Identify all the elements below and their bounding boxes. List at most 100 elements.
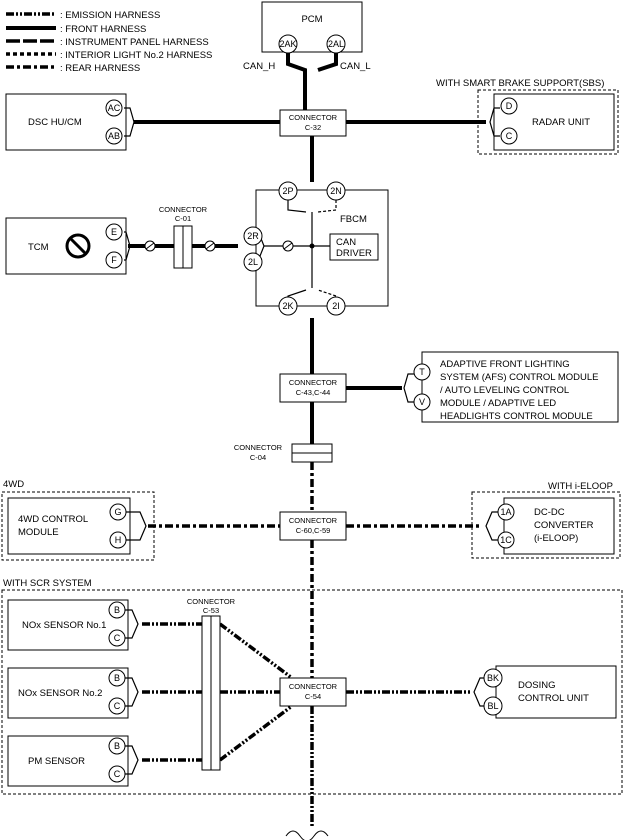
fbcm-int-2i: [317, 289, 337, 306]
radar-pin-c-label: C: [506, 131, 513, 141]
tcm-module: TCM E F: [5, 217, 216, 275]
fourwd-line1: 4WD CONTROL: [18, 514, 88, 525]
nox1-pin-b-label: B: [114, 605, 120, 615]
pcm-can-l-wire: [317, 52, 338, 72]
radar-group: WITH SMART BRAKE SUPPORT(SBS) RADAR UNIT…: [436, 78, 619, 155]
tcm-wire-break-icon-1: [144, 240, 156, 252]
can-driver-box: [329, 233, 379, 261]
nox2-pin-c: [108, 697, 126, 715]
c43-line2: C-43,C-44: [296, 388, 331, 397]
connector-c53: CONNECTOR C-53: [187, 597, 236, 771]
eloop-pin-1c-label: 1C: [500, 535, 512, 545]
c01-line1: CONNECTOR: [159, 205, 208, 214]
connector-c43: CONNECTOR C-43,C-44: [279, 373, 347, 403]
dsc-label: DSC HU/CM: [28, 117, 82, 128]
tcm-pin-e: [105, 223, 123, 241]
fbcm-pin-2p-label: 2P: [282, 186, 293, 196]
c53-c54-wire-1: [218, 622, 294, 680]
eloop-pin-1c: [497, 531, 515, 549]
c54-line2: C-54: [305, 692, 321, 701]
fbcm-int-2p: [287, 200, 307, 213]
eloop-pin-1a: [497, 503, 515, 521]
tcm-stub: [124, 231, 131, 261]
afs-line4: MODULE / ADAPTIVE LED: [440, 398, 556, 409]
dosing-line1: DOSING: [518, 680, 555, 691]
eloop-pin-1a-label: 1A: [500, 507, 511, 517]
pm-pin-b: [108, 737, 126, 755]
pm-pin-c-label: C: [114, 769, 121, 779]
radar-pin-c: [500, 127, 518, 145]
nox1-label: NOx SENSOR No.1: [22, 620, 106, 631]
fbcm-int-2n: [317, 200, 337, 213]
dsc-stub: [124, 107, 135, 137]
fbcm-pin-2i-label: 2I: [332, 301, 340, 311]
afs-stub: [403, 373, 414, 403]
afs-line3: / AUTO LEVELING CONTROL: [440, 385, 569, 396]
dosing-pin-bk-label: BK: [487, 673, 499, 683]
nox2-stub: [124, 677, 139, 707]
afs-line1: ADAPTIVE FRONT LIGHTING: [440, 359, 570, 370]
eloop-line1: DC-DC: [534, 507, 565, 518]
pm-sensor: PM SENSOR B C: [7, 735, 139, 787]
fourwd-pin-h: [109, 531, 127, 549]
connector-c54: CONNECTOR C-54: [279, 677, 347, 707]
fbcm-junction: [309, 243, 315, 249]
nox1-pin-c: [108, 629, 126, 647]
dsc-pin-ab-label: AB: [108, 131, 120, 141]
dosing-control-unit: DOSING CONTROL UNIT BK BL: [473, 665, 617, 719]
eloop-dashed-border: [471, 491, 621, 559]
c04-line1: CONNECTOR: [234, 443, 283, 452]
dsc-box: [5, 93, 127, 151]
legend-emission-label: : EMISSION HARNESS: [60, 10, 160, 21]
radar-label: RADAR UNIT: [532, 117, 590, 128]
nox-sensor-1: NOx SENSOR No.1 B C: [7, 599, 139, 651]
c60-line2: C-60,C-59: [296, 526, 331, 535]
tcm-wire-break-icon-2: [204, 240, 216, 252]
afs-line5: HEADLIGHTS CONTROL MODULE: [440, 411, 593, 422]
fourwd-pin-g: [109, 503, 127, 521]
nox1-stub: [124, 609, 139, 639]
no-communication-icon: [65, 233, 91, 259]
eloop-group-label: WITH i-ELOOP: [548, 481, 613, 492]
fbcm-pin-2i: [326, 296, 346, 316]
dosing-pin-bl-label: BL: [487, 701, 498, 711]
can-l-label: CAN_L: [340, 61, 371, 72]
pm-pin-c: [108, 765, 126, 783]
harness-lines: [128, 52, 486, 840]
can-h-label: CAN_H: [243, 61, 275, 72]
fourwd-group: 4WD 4WD CONTROL MODULE G H: [1, 479, 155, 561]
afs-module: ADAPTIVE FRONT LIGHTING SYSTEM (AFS) CON…: [403, 351, 619, 423]
afs-box: [421, 351, 619, 423]
fourwd-line2: MODULE: [18, 527, 59, 538]
dosing-pin-bk: [483, 668, 503, 688]
fbcm-pin-2k-label: 2K: [282, 301, 293, 311]
nox2-pin-b-label: B: [114, 673, 120, 683]
pcm-pin-2ak: [278, 34, 298, 54]
connector-c01: CONNECTOR C-01: [159, 205, 208, 269]
scr-group: WITH SCR SYSTEM NOx SENSOR No.1 B C NOx …: [1, 578, 623, 795]
fbcm-pin-2k: [278, 296, 298, 316]
pcm-pin-2al-label: 2AL: [328, 39, 344, 49]
dsc-module: DSC HU/CM AC AB: [5, 93, 135, 151]
connector-c32: CONNECTOR C-32: [279, 109, 347, 137]
nox2-pin-b: [108, 669, 126, 687]
legend-ip-label: : INSTRUMENT PANEL HARNESS: [60, 37, 209, 48]
fbcm-pin-2n: [326, 181, 346, 201]
eloop-group: WITH i-ELOOP DC-DC CONVERTER (i-ELOOP) 1…: [471, 481, 621, 559]
c32-line1: CONNECTOR: [289, 113, 338, 122]
dosing-box: [495, 665, 617, 719]
radar-pin-d: [500, 97, 518, 115]
eloop-stub: [485, 511, 498, 541]
eloop-box: [503, 497, 615, 555]
c43-box: [279, 373, 347, 403]
nox2-label: NOx SENSOR No.2: [18, 688, 102, 699]
legend-front-label: : FRONT HARNESS: [60, 24, 146, 35]
eloop-line3: (i-ELOOP): [534, 533, 578, 544]
can-driver-line2: DRIVER: [336, 248, 372, 259]
dosing-line2: CONTROL UNIT: [518, 693, 589, 704]
c54-line1: CONNECTOR: [289, 682, 338, 691]
c32-box: [279, 109, 347, 137]
eloop-line2: CONVERTER: [534, 520, 594, 531]
nox-sensor-2: NOx SENSOR No.2 B C: [7, 667, 139, 719]
